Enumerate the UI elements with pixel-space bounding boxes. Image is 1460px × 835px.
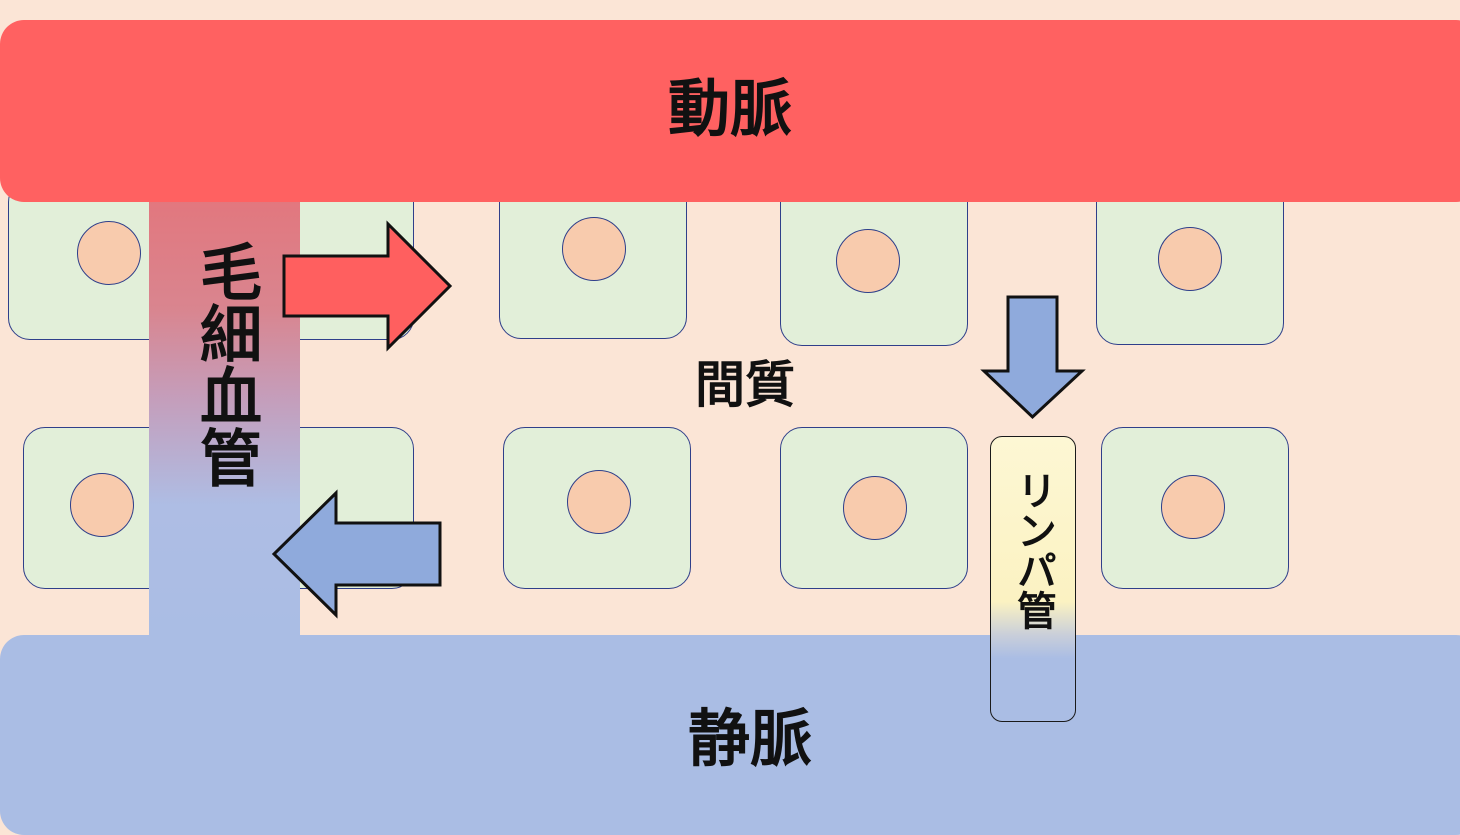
vein-label: 静脈 [687,702,812,775]
cell-nucleus [77,221,141,285]
cell-nucleus [70,473,134,537]
cell-nucleus [836,229,900,293]
cell-nucleus [1158,227,1222,291]
vein [0,635,1460,835]
tissue-cell [499,178,687,339]
left-arrow-icon [271,489,442,619]
tissue-cell [1101,427,1289,589]
right-arrow-icon [282,220,453,352]
tissue-cell [780,427,968,589]
lymphatic-vessel [990,436,1076,722]
cell-nucleus [843,476,907,540]
capillary-label: 毛細血管 [189,240,262,488]
tissue-cell [503,427,691,589]
artery-label: 動脈 [667,72,792,145]
artery [0,20,1460,202]
cell-nucleus [562,217,626,281]
cell-nucleus [567,470,631,534]
capillary [149,200,300,636]
down-arrow-icon [980,295,1086,420]
interstitium-label: 間質 [695,356,795,414]
tissue-cell [1096,180,1284,345]
lymphatic-vessel-label: リンパ管 [1010,470,1056,630]
cell-nucleus [1161,475,1225,539]
tissue-cell [780,180,968,346]
